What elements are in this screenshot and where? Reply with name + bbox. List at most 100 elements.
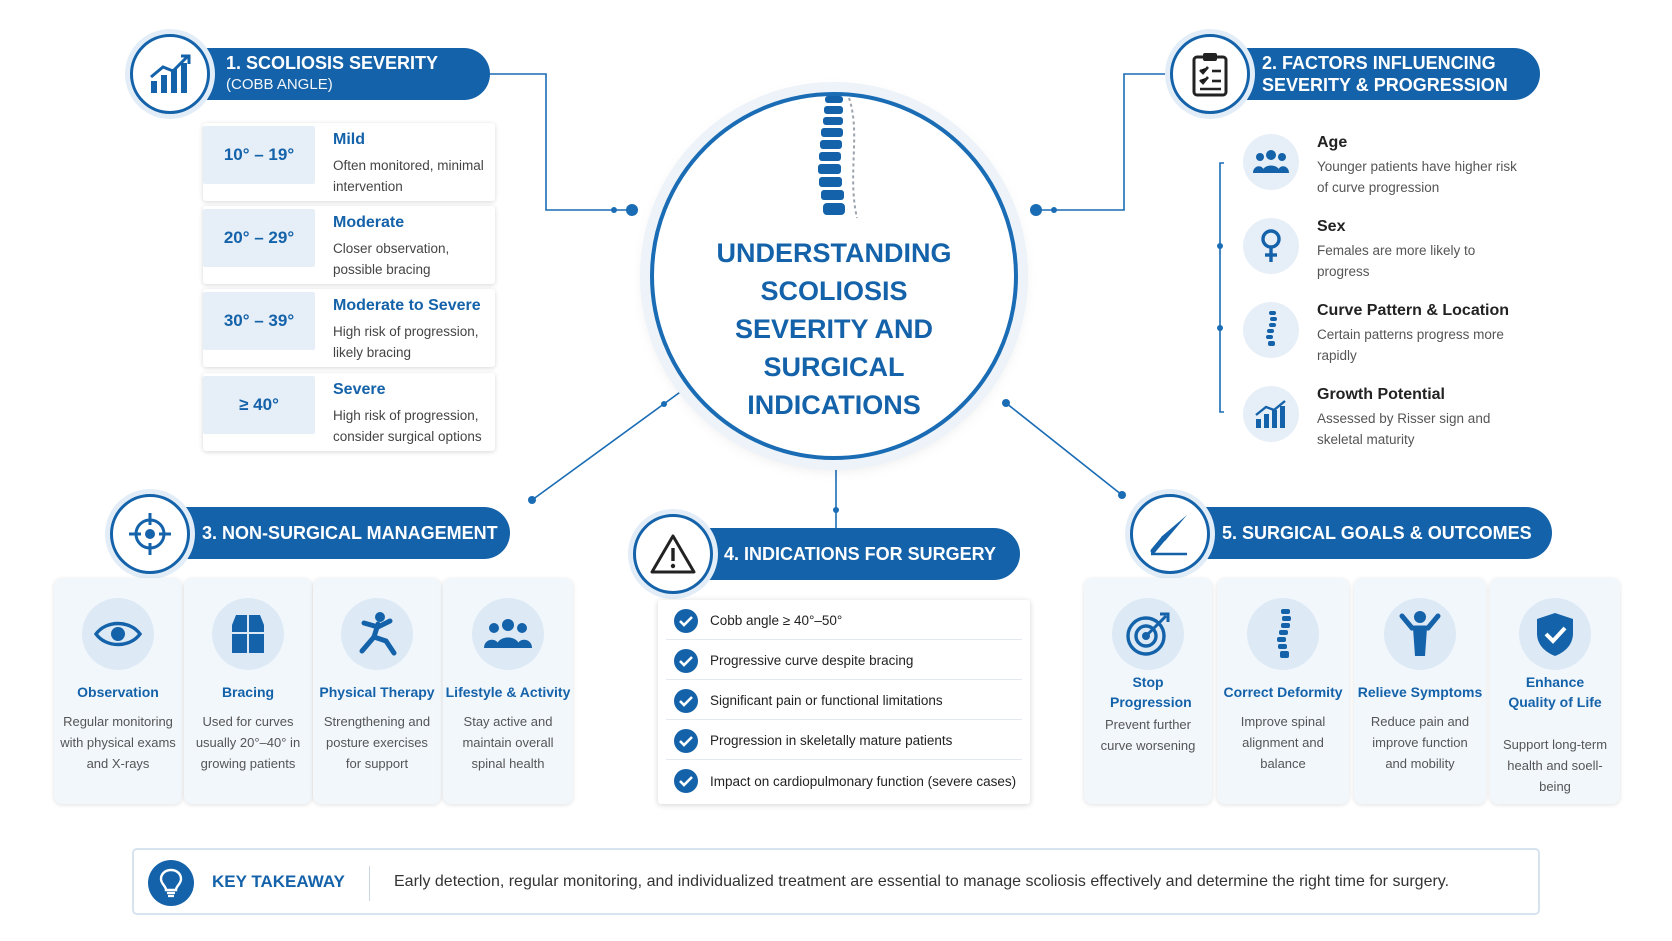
management-card: Bracing Used for curves usually 20°–40° … <box>184 578 312 804</box>
section1-icon-circle <box>130 34 210 114</box>
key-takeaway-label: KEY TAKEAWAY <box>212 872 345 891</box>
section4-header: 4. INDICATIONS FOR SURGERY <box>680 528 1020 580</box>
key-takeaway-bar: KEY TAKEAWAY Early detection, regular mo… <box>132 848 1540 915</box>
person-icon <box>1384 598 1456 670</box>
card-desc: Support long-term health and soell-being <box>1502 737 1608 794</box>
card-title: Lifestyle & Activity <box>445 684 571 700</box>
factor-desc: Assessed by Risser sign and skeletal mat… <box>1317 411 1491 447</box>
section2-icon-circle <box>1170 34 1250 114</box>
card-title: Observation <box>77 684 159 700</box>
key-takeaway-text: Early detection, regular monitoring, and… <box>394 873 1450 890</box>
section3-header: 3. NON-SURGICAL MANAGEMENT <box>150 507 510 559</box>
factor-title: Age <box>1317 134 1348 151</box>
severity-range: 20° – 29° <box>203 209 315 267</box>
factor-title: Growth Potential <box>1317 386 1445 403</box>
factor-title: Curve Pattern & Location <box>1317 302 1510 319</box>
indication-text: Cobb angle ≥ 40°–50° <box>710 613 843 628</box>
severity-desc: High risk of progression, likely bracing <box>333 324 479 360</box>
growth-chart-icon <box>1243 386 1299 442</box>
check-icon <box>674 688 698 713</box>
main-circle: UNDERSTANDING SCOLIOSIS SEVERITY AND SUR… <box>650 92 1018 460</box>
list-item: Cobb angle ≥ 40°–50° <box>666 602 1022 640</box>
section1-subtitle: (COBB ANGLE) <box>226 76 333 93</box>
list-item: Progressive curve despite bracing <box>666 642 1022 680</box>
section5-header: 5. SURGICAL GOALS & OUTCOMES <box>1170 507 1552 559</box>
clipboard-icon <box>1192 53 1228 97</box>
indication-text: Progressive curve despite bracing <box>710 653 914 668</box>
brace-icon <box>212 598 284 670</box>
section1-header: 1. SCOLIOSIS SEVERITY (COBB ANGLE) <box>170 48 490 100</box>
check-icon <box>674 648 698 673</box>
severity-desc: Closer observation, possible bracing <box>333 241 450 277</box>
severity-row: 10° – 19° Mild Often monitored, minimal … <box>203 123 495 201</box>
check-icon <box>674 769 698 793</box>
warning-icon <box>650 534 696 574</box>
severity-desc: High risk of progression, consider surgi… <box>333 408 482 444</box>
outcome-card: Correct Deformity Improve spinal alignme… <box>1217 578 1349 804</box>
bar-chart-icon <box>150 54 191 93</box>
management-card: Lifestyle & Activity Stay active and mai… <box>443 578 573 804</box>
section2-title: 2. FACTORS INFLUENCING <box>1262 53 1496 73</box>
shield-check-icon <box>1519 598 1591 670</box>
severity-title: Moderate <box>333 214 405 231</box>
indication-text: Impact on cardiopulmonary function (seve… <box>710 773 1017 789</box>
outcome-card: Relieve Symptoms Reduce pain and improve… <box>1354 578 1486 804</box>
severity-title: Moderate to Severe <box>333 297 481 314</box>
section5-title: 5. SURGICAL GOALS & OUTCOMES <box>1222 523 1532 543</box>
section2-header: 2. FACTORS INFLUENCING SEVERITY & PROGRE… <box>1210 48 1540 100</box>
management-card: Observation Regular monitoring with phys… <box>54 578 182 804</box>
card-desc: Regular monitoring with physical exams a… <box>60 714 176 771</box>
severity-desc: Often monitored, minimal intervention <box>333 158 484 194</box>
card-desc: Improve spinal alignment and balance <box>1240 714 1326 771</box>
section4-icon-circle <box>633 514 713 594</box>
outcome-card: Stop Progression Prevent further curve w… <box>1084 578 1212 804</box>
list-item: Significant pain or functional limitatio… <box>666 682 1022 720</box>
check-icon <box>674 728 698 753</box>
section2-title-line2: SEVERITY & PROGRESSION <box>1262 75 1508 95</box>
list-item: Progression in skeletally mature patient… <box>666 722 1022 760</box>
indication-text: Significant pain or functional limitatio… <box>710 693 943 708</box>
card-title: Stop Progression <box>1110 674 1192 710</box>
severity-range: 10° – 19° <box>203 126 315 184</box>
factor-desc: Certain patterns progress more rapidly <box>1317 327 1504 363</box>
card-title: Physical Therapy <box>319 684 435 700</box>
factor-title: Sex <box>1317 218 1346 235</box>
indication-text: Progression in skeletally mature patient… <box>710 733 953 748</box>
group-icon <box>472 598 544 670</box>
card-title: Relieve Symptoms <box>1357 684 1483 700</box>
section3-title: 3. NON-SURGICAL MANAGEMENT <box>202 523 498 543</box>
severity-row: 30° – 39° Moderate to Severe High risk o… <box>203 289 495 367</box>
card-desc: Stay active and maintain overall spinal … <box>462 714 554 771</box>
card-desc: Prevent further curve worsening <box>1100 717 1196 753</box>
exercise-icon <box>341 598 413 670</box>
factor-desc: Females are more likely to progress <box>1317 243 1476 279</box>
severity-title: Mild <box>333 131 365 148</box>
spine-icon <box>1247 598 1319 670</box>
indications-list: Cobb angle ≥ 40°–50° Progressive curve d… <box>658 600 1030 804</box>
divider <box>369 866 370 901</box>
eye-icon <box>82 598 154 670</box>
severity-range: ≥ 40° <box>203 376 315 434</box>
card-desc: Reduce pain and improve function and mob… <box>1370 714 1470 771</box>
factor-desc: Younger patients have higher risk of cur… <box>1317 159 1517 195</box>
severity-row: 20° – 29° Moderate Closer observation, p… <box>203 206 495 284</box>
check-icon <box>674 608 698 633</box>
management-card: Physical Therapy Strengthening and postu… <box>313 578 441 804</box>
lightbulb-icon <box>148 860 194 906</box>
card-title: Bracing <box>221 684 275 700</box>
card-desc: Used for curves usually 20°–40° in growi… <box>195 714 301 771</box>
people-icon <box>1243 134 1299 190</box>
section4-title: 4. INDICATIONS FOR SURGERY <box>724 544 997 564</box>
scalpel-icon <box>1150 515 1187 556</box>
spine-icon <box>818 96 858 219</box>
list-item: Impact on cardiopulmonary function (seve… <box>666 762 1022 800</box>
card-title: Correct Deformity <box>1223 684 1343 700</box>
card-title: Enhance Quality of Life <box>1508 674 1602 710</box>
severity-row: ≥ 40° Severe High risk of progression, c… <box>203 373 495 451</box>
spine-icon <box>1243 302 1299 358</box>
outcome-card: Enhance Quality of Life Support long-ter… <box>1490 578 1620 804</box>
section3-icon-circle <box>110 494 190 574</box>
main-title: UNDERSTANDING SCOLIOSIS SEVERITY AND SUR… <box>716 238 952 420</box>
